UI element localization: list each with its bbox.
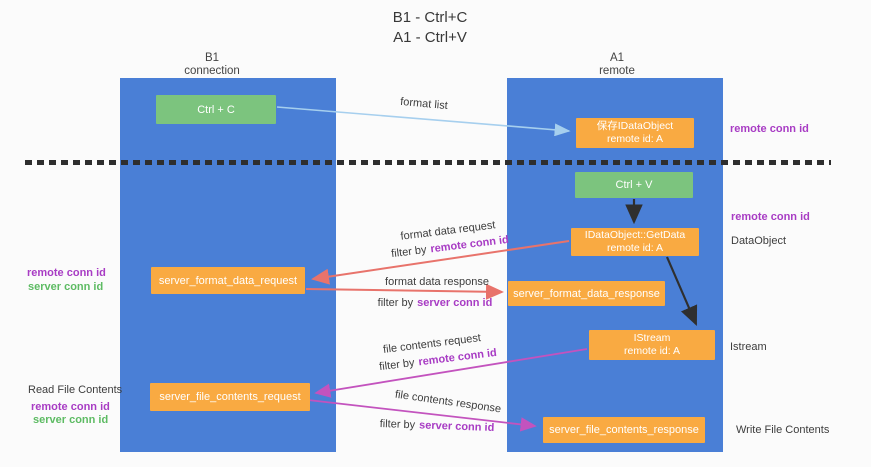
- annotation-write-file-contents: Write File Contents: [736, 424, 830, 436]
- annotation-left-remote-conn-id-bottom: remote conn id: [31, 401, 110, 413]
- diagram-title-line1: B1 - Ctrl+C: [392, 9, 468, 26]
- node-istream-line1: IStream: [633, 332, 671, 344]
- filter-by-text: filter by: [378, 356, 416, 374]
- node-ctrl-c: Ctrl + C: [156, 95, 276, 124]
- annotation-left-server-conn-id-mid: server conn id: [28, 281, 104, 293]
- node-server-format-data-response: server_format_data_response: [508, 281, 665, 306]
- server-conn-id-text: server conn id: [418, 419, 495, 434]
- lane-a1-name: A1: [609, 52, 625, 64]
- node-idataobject-getdata: IDataObject::GetData remote id: A: [571, 228, 699, 256]
- node-server-file-contents-response: server_file_contents_response: [543, 417, 705, 443]
- lane-header-a1: A1 remote: [557, 52, 677, 78]
- node-save-idataobject-line1: 保存IDataObject: [596, 120, 674, 132]
- node-server-format-data-request: server_format_data_request: [151, 267, 305, 294]
- node-istream-line2: remote id: A: [623, 345, 681, 357]
- lane-a1-role: remote: [599, 65, 635, 77]
- lane-header-b1: B1 connection: [152, 52, 272, 78]
- node-istream: IStream remote id: A: [589, 330, 715, 360]
- node-server-file-contents-request: server_file_contents_request: [150, 383, 310, 411]
- annotation-dataobject: DataObject: [731, 235, 787, 247]
- node-save-idataobject: 保存IDataObject remote id: A: [576, 118, 694, 148]
- diagram-title: B1 - Ctrl+C A1 - Ctrl+V: [330, 8, 530, 48]
- annotation-left-remote-conn-id-mid: remote conn id: [27, 267, 106, 279]
- lane-b1-role: connection: [184, 65, 240, 77]
- annotation-istream: Istream: [730, 341, 767, 353]
- file-contents-response-label: file contents response: [394, 388, 502, 416]
- annotation-remote-conn-id-mid: remote conn id: [731, 211, 810, 223]
- phase-separator-dashed-line: [25, 160, 831, 165]
- node-save-idataobject-line2: remote id: A: [606, 133, 664, 145]
- server-conn-id-text: server conn id: [417, 297, 493, 309]
- filter-by-text: filter by: [379, 418, 416, 432]
- annotation-left-server-conn-id-bottom: server conn id: [33, 414, 109, 426]
- format-data-response-label: format data response: [385, 276, 489, 288]
- diagram-title-line2: A1 - Ctrl+V: [393, 29, 467, 46]
- node-getdata-line1: IDataObject::GetData: [584, 229, 686, 241]
- annotation-remote-conn-id-top: remote conn id: [730, 123, 809, 135]
- node-getdata-line2: remote id: A: [606, 242, 664, 254]
- filter-by-text: filter by: [377, 297, 414, 309]
- node-ctrl-v: Ctrl + V: [575, 172, 693, 198]
- annotation-read-file-contents: Read File Contents: [28, 384, 123, 396]
- format-list-label: format list: [399, 95, 449, 113]
- filter-by-text: filter by: [390, 243, 428, 261]
- lane-b1-name: B1: [204, 52, 220, 64]
